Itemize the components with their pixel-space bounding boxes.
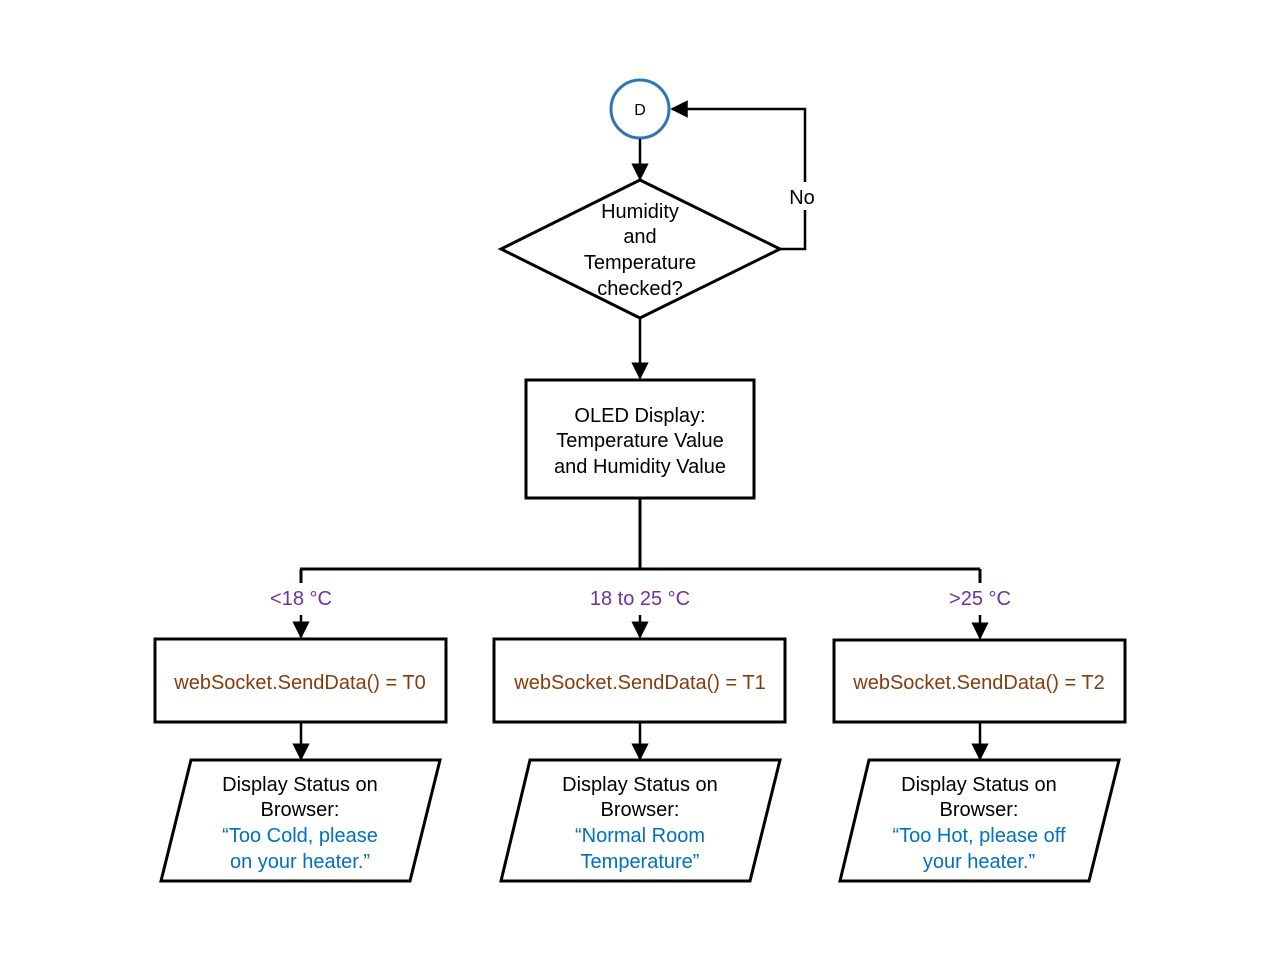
decision-line-3: Temperature bbox=[584, 252, 696, 274]
status-parallelogram-cold bbox=[159, 758, 442, 883]
status-line-2-normal: Browser: bbox=[601, 799, 680, 821]
oled-line-3: and Humidity Value bbox=[554, 456, 726, 478]
message-line-1-hot: “Too Hot, please off bbox=[892, 825, 1066, 847]
no-label: No bbox=[789, 187, 815, 209]
status-line-2-cold: Browser: bbox=[261, 799, 340, 821]
message-line-2-hot: your heater.” bbox=[923, 851, 1035, 873]
status-parallelogram-hot bbox=[838, 758, 1121, 883]
status-line-1-hot: Display Status on bbox=[901, 774, 1057, 796]
status-line-2-hot: Browser: bbox=[940, 799, 1019, 821]
no-loop-arrow bbox=[670, 100, 807, 251]
connector-circle bbox=[609, 78, 671, 140]
message-line-2-normal: Temperature” bbox=[581, 851, 700, 873]
oled-line-1: OLED Display: bbox=[574, 405, 705, 427]
decision-line-2: and bbox=[623, 226, 656, 248]
decision-line-1: Humidity bbox=[601, 201, 679, 223]
branch-condition-cold: <18 °C bbox=[270, 588, 332, 610]
status-line-1-normal: Display Status on bbox=[562, 774, 718, 796]
branch-condition-hot: >25 °C bbox=[949, 588, 1011, 610]
decision-line-4: checked? bbox=[597, 278, 683, 300]
condition-bg-normal bbox=[580, 582, 700, 612]
status-line-1-cold: Display Status on bbox=[222, 774, 378, 796]
connector-label: D bbox=[634, 102, 646, 119]
message-line-2-cold: on your heater.” bbox=[230, 851, 370, 873]
no-label-bg bbox=[785, 182, 821, 210]
send-label-hot: webSocket.SendData() = T2 bbox=[852, 672, 1104, 694]
oled-box bbox=[524, 378, 756, 500]
message-line-1-normal: “Normal Room bbox=[575, 825, 705, 847]
message-line-1-cold: “Too Cold, please bbox=[222, 825, 378, 847]
send-label-cold: webSocket.SendData() = T0 bbox=[173, 672, 425, 694]
send-label-normal: webSocket.SendData() = T1 bbox=[513, 672, 765, 694]
branch-condition-normal: 18 to 25 °C bbox=[590, 588, 690, 610]
send-box-hot bbox=[832, 638, 1127, 724]
status-parallelogram-normal bbox=[499, 758, 782, 883]
oled-line-2: Temperature Value bbox=[556, 430, 724, 452]
